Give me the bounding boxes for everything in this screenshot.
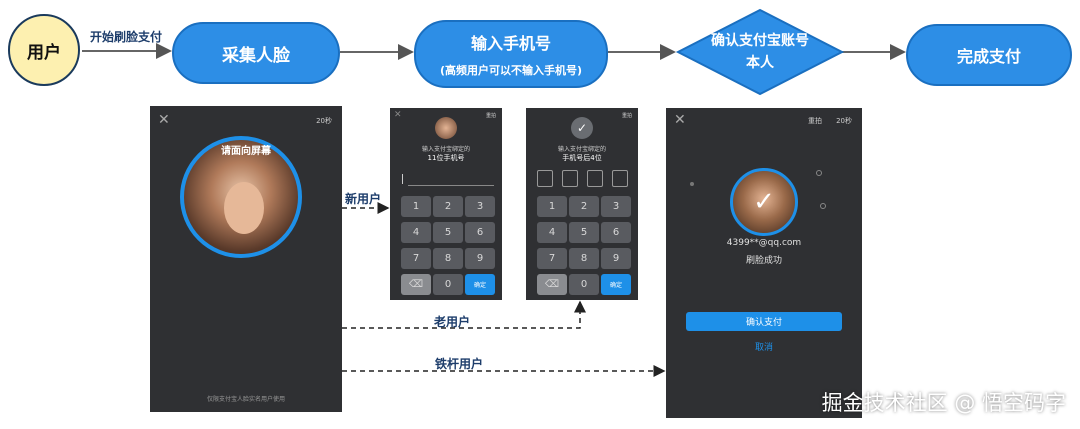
face-preview-circle — [180, 136, 302, 258]
digit-box-3[interactable] — [587, 170, 603, 187]
node-confirm-account-line1: 确认支付宝账号 — [711, 33, 809, 49]
start-node-label: 用户 — [27, 42, 61, 63]
node-input-phone-subtitle: (高频用户可以不输入手机号) — [439, 64, 583, 77]
screen4-status: 重拍 — [808, 117, 822, 125]
screen4-close-icon[interactable]: ✕ — [674, 112, 686, 128]
keypad-key[interactable]: 4 — [401, 222, 431, 243]
screen4-timer: 20秒 — [836, 117, 852, 125]
confirm-payment-button[interactable]: 确认支付 — [686, 312, 842, 331]
keypad-key[interactable]: 7 — [537, 248, 567, 269]
screen1-footer-text: 仅限支付宝人脸实名用户使用 — [206, 396, 285, 403]
keypad-key[interactable]: 6 — [601, 222, 631, 243]
edge-label-start-face-pay: 开始刷脸支付 — [90, 30, 163, 44]
keypad-key[interactable]: 0 — [569, 274, 599, 295]
branch-label-old-user: 老用户 — [434, 315, 471, 329]
face-success-text: 刷脸成功 — [745, 256, 782, 266]
confirm-diamond-shape — [675, 8, 845, 96]
digit-box-4[interactable] — [612, 170, 628, 187]
node-input-phone-title: 输入手机号 — [470, 34, 551, 53]
keypad-key[interactable]: 6 — [465, 222, 495, 243]
keypad-key[interactable]: 2 — [569, 196, 599, 217]
start-node-user: 用户 — [8, 14, 80, 86]
keypad-key[interactable]: 1 — [401, 196, 431, 217]
confirm-key[interactable]: 确定 — [601, 274, 631, 295]
keypad-key[interactable]: 0 — [433, 274, 463, 295]
keypad-key[interactable]: 3 — [601, 196, 631, 217]
keypad-key[interactable]: 4 — [537, 222, 567, 243]
node-input-phone: 输入手机号 (高频用户可以不输入手机号) — [414, 20, 608, 88]
watermark: 掘金技术社区 @ 悟空码字 — [821, 391, 1066, 415]
node-complete-payment: 完成支付 — [906, 24, 1072, 86]
screen-confirm-account: ✕ 重拍 20秒 ✓ 4399**@qq.com 刷脸成功 确认支付 取消 — [666, 108, 862, 418]
branch-label-loyal-user: 铁杆用户 — [435, 357, 484, 371]
keypad-key[interactable]: 9 — [465, 248, 495, 269]
keypad-key[interactable]: 5 — [569, 222, 599, 243]
backspace-key[interactable]: ⌫ — [401, 274, 431, 295]
screen1-timer: 20秒 — [316, 117, 332, 125]
confirm-payment-label: 确认支付 — [745, 318, 782, 328]
screen3-status: 重拍 — [621, 113, 632, 119]
screen3-prompt-line2: 手机号后4位 — [562, 154, 602, 162]
digit-box-2[interactable] — [562, 170, 578, 187]
node-collect-face: 采集人脸 — [172, 22, 340, 84]
keypad-key[interactable]: 8 — [433, 248, 463, 269]
cancel-link[interactable]: 取消 — [754, 343, 773, 353]
branch-label-new-user: 新用户 — [345, 192, 382, 206]
screen2-close-icon[interactable]: ✕ — [394, 110, 402, 120]
screen3-prompt-line1: 输入支付宝绑定的 — [557, 146, 606, 153]
face-prompt-text: 请面向屏幕 — [221, 146, 271, 157]
keypad-key[interactable]: 2 — [433, 196, 463, 217]
screen2-status: 重拍 — [485, 113, 496, 119]
sparkle-dot — [690, 182, 694, 186]
confirm-key[interactable]: 确定 — [465, 274, 495, 295]
sparkle-ring — [816, 170, 822, 176]
arrow-old-user — [342, 300, 586, 329]
phone-input-underline[interactable] — [408, 185, 494, 186]
phone-cursor — [402, 174, 403, 184]
node-confirm-account-line2: 本人 — [746, 55, 774, 71]
node-confirm-account: 确认支付宝账号 本人 — [690, 30, 830, 74]
user-avatar — [435, 117, 457, 139]
close-icon[interactable]: ✕ — [158, 112, 170, 128]
screen-face-capture: ✕ 20秒 请面向屏幕 仅限支付宝人脸实名用户使用 — [150, 106, 342, 412]
node-complete-payment-label: 完成支付 — [956, 47, 1021, 66]
success-avatar: ✓ — [730, 168, 798, 236]
screen2-prompt-line1: 输入支付宝绑定的 — [421, 146, 470, 153]
account-email: 4399**@qq.com — [726, 238, 802, 248]
keypad-key[interactable]: 8 — [569, 248, 599, 269]
sparkle-ring — [820, 203, 826, 209]
node-collect-face-label: 采集人脸 — [222, 45, 290, 66]
check-icon: ✓ — [571, 117, 593, 139]
keypad-key[interactable]: 5 — [433, 222, 463, 243]
screen2-prompt-line2: 11位手机号 — [427, 154, 465, 162]
keypad-key[interactable]: 1 — [537, 196, 567, 217]
keypad-key[interactable]: 9 — [601, 248, 631, 269]
backspace-key[interactable]: ⌫ — [537, 274, 567, 295]
digit-box-1[interactable] — [537, 170, 553, 187]
face-shape — [224, 182, 264, 234]
keypad-key[interactable]: 7 — [401, 248, 431, 269]
keypad-key[interactable]: 3 — [465, 196, 495, 217]
